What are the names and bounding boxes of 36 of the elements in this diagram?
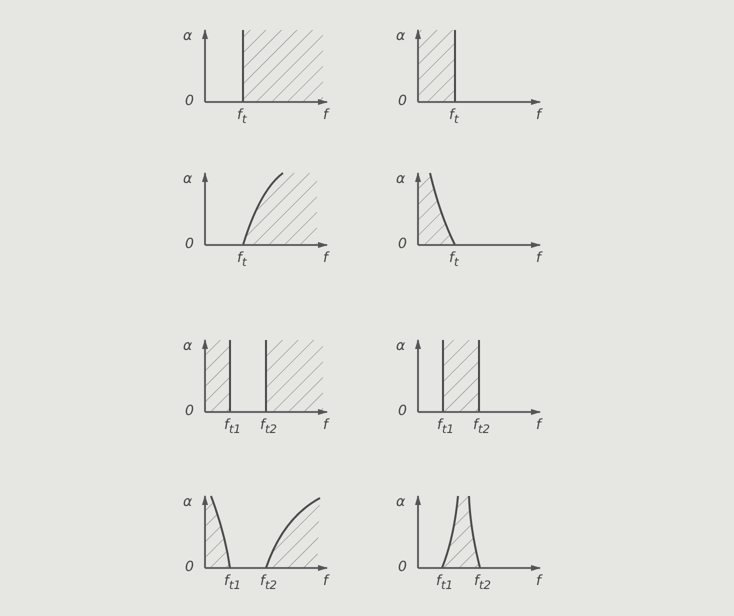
- cutoff-frequency-label: f$_{t2}$: [473, 417, 490, 437]
- axis-label: α: [396, 28, 406, 44]
- axis-label: f: [536, 107, 541, 123]
- cutoff-frequency-label: f$_{t2}$: [474, 573, 491, 593]
- axis-label: f: [536, 417, 541, 433]
- origin-label: 0: [398, 93, 407, 109]
- cutoff-frequency-label: f$_{t}$: [237, 107, 247, 127]
- origin-label: 0: [185, 403, 194, 419]
- origin-label: 0: [185, 236, 194, 252]
- cutoff-frequency-label: f$_{t}$: [237, 250, 247, 270]
- axis-label: α: [183, 28, 192, 44]
- axis-label: f: [323, 573, 328, 589]
- cutoff-frequency-label: f$_{t1}$: [224, 573, 241, 593]
- origin-label: 0: [185, 93, 194, 109]
- cutoff-frequency-label: f$_{t1}$: [224, 417, 241, 437]
- axis-label: f: [323, 250, 328, 266]
- origin-label: 0: [398, 403, 407, 419]
- axis-label: α: [183, 494, 192, 510]
- origin-label: 0: [398, 236, 407, 252]
- cutoff-frequency-label: f$_{t1}$: [437, 417, 454, 437]
- cutoff-frequency-label: f$_{t2}$: [260, 417, 277, 437]
- axis-label: α: [396, 494, 406, 510]
- origin-label: 0: [398, 559, 407, 575]
- cutoff-frequency-label: f$_{t}$: [449, 107, 459, 127]
- axis-label: α: [396, 171, 406, 187]
- origin-label: 0: [185, 559, 194, 575]
- cutoff-frequency-label: f$_{t}$: [449, 250, 459, 270]
- axis-label: f: [323, 417, 328, 433]
- axis-label: α: [183, 338, 192, 354]
- cutoff-frequency-label: f$_{t2}$: [260, 573, 277, 593]
- axis-label: α: [396, 338, 406, 354]
- axis-label: f: [536, 573, 541, 589]
- axis-label: f: [536, 250, 541, 266]
- axis-label: f: [323, 107, 328, 123]
- axis-label: α: [183, 171, 192, 187]
- cutoff-frequency-label: f$_{t1}$: [436, 573, 453, 593]
